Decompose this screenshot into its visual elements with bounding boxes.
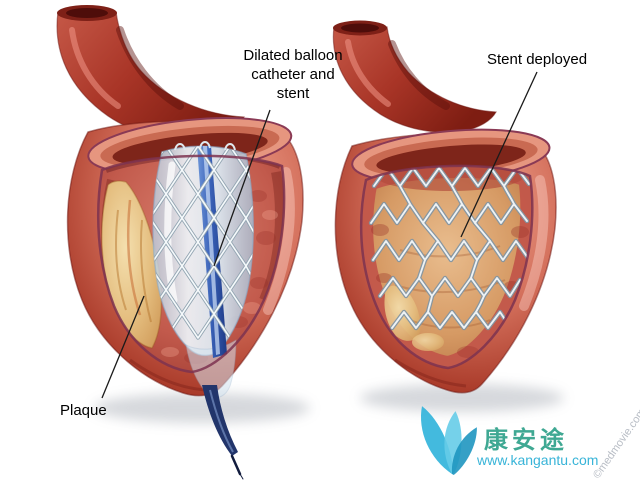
balloon-label-line2: catheter and [251, 66, 335, 83]
ground-shadows [94, 384, 564, 423]
balloon-label-line1: Dilated balloon [243, 47, 343, 64]
leader-line-plaque [101, 295, 145, 399]
stent-end-loops [174, 141, 236, 151]
leader-lines [101, 71, 538, 399]
leader-line-stent [460, 71, 538, 238]
watermark-url: www.kangantu.com [477, 452, 599, 468]
balloon-catheter-label: Dilated balloon catheter and stent [214, 46, 372, 103]
leader-line-balloon [213, 109, 271, 267]
right-artery-tube [332, 26, 497, 133]
right-artery-illustration [332, 20, 557, 394]
stent-deployed-label: Stent deployed [487, 51, 588, 68]
watermark-logo-icon [421, 406, 477, 475]
watermark-brand: 康安途 [484, 426, 568, 454]
plaque-label: Plaque [60, 402, 107, 419]
catheter-tip [202, 385, 244, 480]
left-artery-illustration [56, 5, 304, 480]
left-interior-texture [101, 155, 285, 364]
balloon-label-line3: stent [276, 85, 310, 102]
